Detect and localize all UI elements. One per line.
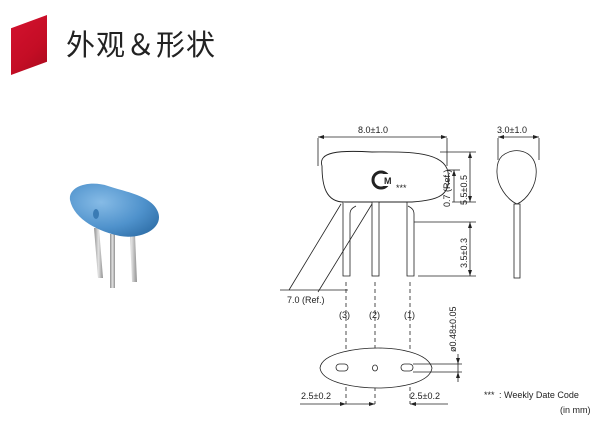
pin-label-3: (3) [339, 310, 350, 320]
units-note: (in mm) [560, 405, 591, 415]
photo-lead-right [126, 226, 137, 282]
pitch-right-dimension: 2.5±0.2 [410, 391, 440, 401]
product-photo [69, 183, 160, 288]
section-header: 外观＆形状 [0, 0, 606, 80]
offset-dimension: 0.7 (Ref.) [442, 169, 452, 207]
pitch-left-dimension: 2.5±0.2 [301, 391, 331, 401]
photo-lead-left [94, 228, 103, 278]
body-marking: *** [396, 183, 407, 193]
depth-dimension: 3.0±1.0 [497, 125, 527, 135]
legend-text: : Weekly Date Code [499, 390, 579, 400]
lead-length-dimension: 3.5±0.3 [459, 238, 469, 268]
height-dimension: 5.5±0.5 [459, 175, 469, 205]
wire-diameter-dimension: ø0.48±0.05 [448, 307, 458, 352]
pin-label-1: (1) [404, 310, 415, 320]
photo-lead-middle [110, 234, 115, 288]
logo-letter: M [384, 176, 392, 186]
legend-symbol: *** [484, 390, 495, 400]
width-dimension: 8.0±1.0 [358, 125, 388, 135]
angle-reference-dimension: 7.0 (Ref.) [287, 295, 325, 305]
section-title: 外观＆形状 [66, 28, 217, 62]
side-view-body [496, 150, 537, 205]
manufacturer-logo: M [371, 170, 392, 190]
pin-label-2: (2) [369, 310, 380, 320]
photo-body [69, 183, 160, 237]
